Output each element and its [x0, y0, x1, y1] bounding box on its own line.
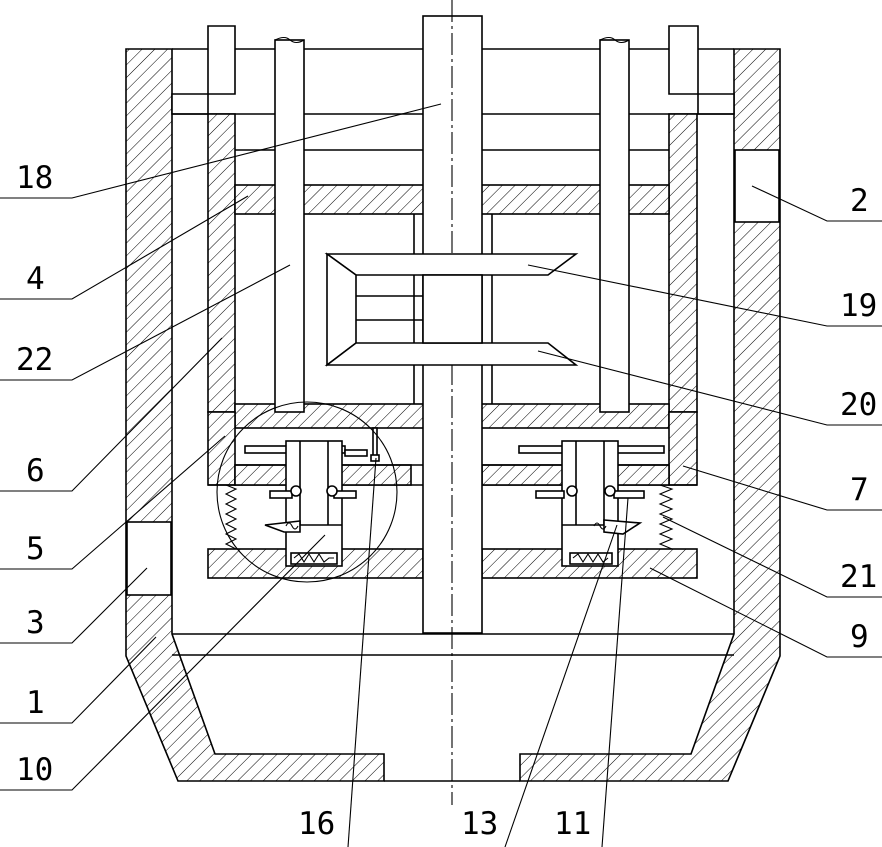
- outlet-port-3: [127, 522, 171, 595]
- callout-5: 5: [26, 531, 45, 567]
- callout-7: 7: [850, 472, 869, 508]
- callout-11: 11: [554, 806, 591, 842]
- callout-21: 21: [840, 559, 877, 595]
- callout-20: 20: [840, 387, 877, 423]
- callout-3: 3: [26, 605, 45, 641]
- callout-22: 22: [16, 342, 53, 378]
- callout-9: 9: [850, 619, 869, 655]
- inlet-port-2: [735, 150, 779, 222]
- callout-10: 10: [16, 752, 53, 788]
- callout-2: 2: [850, 183, 869, 219]
- clamp-left: [245, 428, 379, 566]
- callout-13: 13: [461, 806, 498, 842]
- callout-19: 19: [840, 288, 877, 324]
- clamp-right: [519, 441, 664, 566]
- callout-4: 4: [26, 261, 45, 297]
- callout-6: 6: [26, 453, 45, 489]
- rotating-arms: [327, 254, 576, 365]
- central-shaft: [423, 0, 482, 805]
- callout-18: 18: [16, 160, 53, 196]
- callout-16: 16: [298, 806, 335, 842]
- callout-1: 1: [26, 685, 45, 721]
